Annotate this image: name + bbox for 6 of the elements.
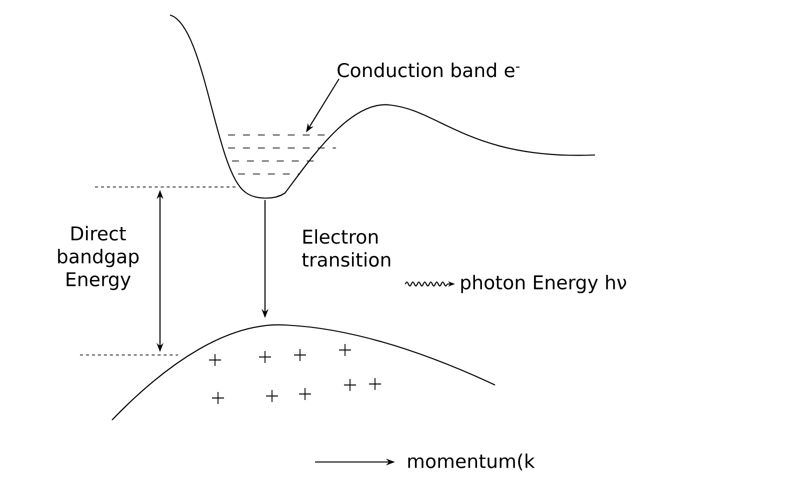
- band-label: Conduction band e$^{-}$: [338, 62, 520, 78]
- annotation-text: Electron transition: [302, 229, 390, 267]
- annotation-text: photon Energy hν: [461, 274, 626, 294]
- annotation-text: Direct bandgap Energy: [58, 226, 139, 290]
- annotation-text: momentum(k: [408, 454, 535, 470]
- electron-dashes: [228, 134, 336, 174]
